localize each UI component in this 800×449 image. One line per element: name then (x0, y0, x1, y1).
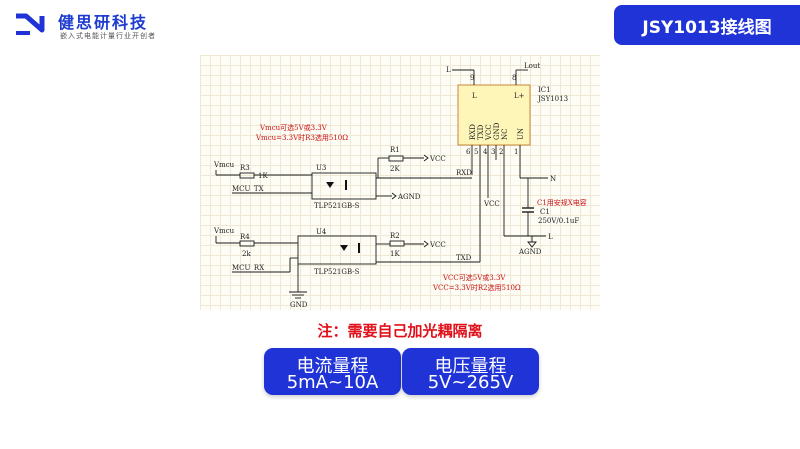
vcc-note-1: VCC可选5V或3.3V (442, 273, 506, 282)
gnd-label: GND (290, 301, 308, 309)
brand-name: 健思研科技 (58, 13, 149, 32)
schematic-panel (200, 55, 600, 310)
vcc-r1-label: VCC (429, 155, 446, 163)
voltage-range-value: 5V~265V (427, 372, 514, 393)
ic-pin-numbers: 6 5 4 3 2 1 (466, 148, 518, 156)
vcc-note-2: VCC=3.3V时R2选用510Ω (432, 283, 521, 292)
r3-ref: R3 (240, 164, 250, 172)
r1-ref: R1 (390, 146, 400, 154)
current-range-card: 电流量程 5mA~10A (264, 348, 401, 395)
pin-un-name: UN (517, 128, 525, 140)
page-title: JSY1013接线图 (642, 17, 772, 38)
voltage-range-title: 电压量程 (434, 356, 507, 377)
agnd-u3-label: AGND (397, 193, 421, 201)
agnd-ic-label: AGND (518, 248, 542, 256)
mcu-rx-label: MCU_RX (232, 264, 264, 272)
pin-6-num: 6 (466, 148, 471, 156)
isolation-notice: 注：需要自己加光耦隔离 (317, 322, 483, 340)
pin-txd-name: TXD (477, 124, 485, 140)
vmcu-note-2: Vmcu=3.3V时R3选用510Ω (255, 133, 348, 142)
pin-1-num: 1 (514, 148, 518, 156)
vmcu-note-1: Vmcu可选5V或3.3V (259, 123, 328, 132)
r4-ref: R4 (240, 233, 250, 241)
txd-label: TXD (456, 254, 472, 262)
c1-ref: C1 (540, 208, 550, 216)
pin-9-label: 9 (470, 74, 474, 82)
ic-name-label: JSY1013 (537, 95, 568, 103)
mcu-tx-label: MCU_TX (232, 185, 264, 193)
pin-3-num: 3 (491, 148, 495, 156)
r2-ref: R2 (390, 232, 400, 240)
pin-rxd-name: RXD (469, 124, 477, 140)
vmcu-top-label: Vmcu (213, 161, 235, 169)
r3-value: 1K (258, 172, 268, 180)
c1-note: C1用安规X电容 (537, 198, 587, 207)
vcc-ic-label: VCC (483, 200, 500, 208)
pin-4-num: 4 (483, 148, 488, 156)
pin-5-num: 5 (474, 148, 478, 156)
pin-lplus-name: L+ (514, 92, 525, 100)
pin-gnd-name: GND (493, 122, 501, 140)
r2-value: 1K (390, 250, 400, 258)
rxd-label: RXD (456, 169, 472, 177)
current-range-title: 电流量程 (296, 356, 369, 377)
voltage-range-card: 电压量程 5V~265V (402, 348, 539, 395)
net-l-label: L (446, 66, 451, 74)
pin-l-name: L (472, 92, 477, 100)
vcc-r2-label: VCC (429, 241, 446, 249)
brand-slogan: 嵌入式电能计量行业开创者 (60, 32, 156, 40)
brand-logo-icon (16, 13, 45, 35)
pin-2-num: 2 (499, 148, 503, 156)
pin-vcc-name: VCC (485, 124, 493, 141)
vmcu-bottom-label: Vmcu (213, 227, 235, 235)
current-range-value: 5mA~10A (286, 372, 379, 393)
net-lout-label: Lout (524, 62, 540, 70)
u3-part: TLP521GB-S (314, 202, 360, 210)
title-badge: JSY1013接线图 (614, 5, 800, 45)
pin-nc-name: NC (501, 129, 509, 140)
u4-ref: U4 (316, 228, 327, 236)
net-n-label: N (550, 175, 556, 183)
c1-value: 250V/0.1uF (538, 217, 579, 225)
ic-pin-names: RXD TXD VCC GND NC UN (469, 122, 525, 141)
u3-ref: U3 (316, 164, 326, 172)
r4-value: 2k (242, 250, 251, 258)
pin-8-label: 8 (512, 74, 516, 82)
u4-part: TLP521GB-S (314, 268, 360, 276)
ic-ref-label: IC1 (538, 86, 551, 94)
net-l-bottom-label: L (548, 233, 553, 241)
r1-value: 2K (390, 165, 400, 173)
